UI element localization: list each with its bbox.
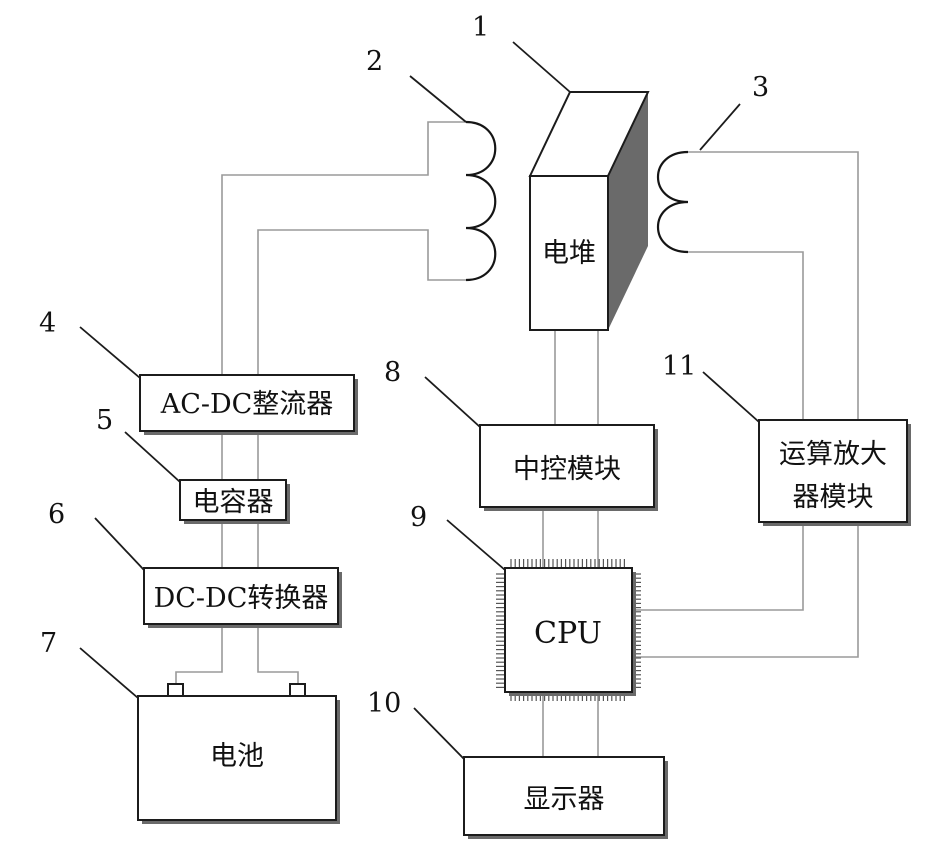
display-label: 显示器: [524, 784, 605, 815]
control-label: 中控模块: [513, 454, 621, 485]
ref-number-10: 10: [367, 688, 401, 719]
wire-amp-cpu-a: [636, 524, 803, 610]
battery-box: 电池: [138, 684, 340, 824]
leader-7: [80, 648, 138, 698]
leader-11: [703, 372, 759, 422]
dcdc-label: DC-DC转换器: [154, 583, 329, 614]
ref-number-9: 9: [410, 502, 427, 533]
leader-2: [410, 76, 466, 122]
ref-number-1: 1: [472, 12, 489, 43]
ref-number-8: 8: [384, 357, 401, 388]
wire-coil-right-bottom: [686, 252, 803, 420]
capacitor-box: 电容器: [180, 480, 290, 524]
amplifier-label-line2: 器模块: [793, 482, 874, 513]
leader-8: [425, 377, 480, 427]
dcdc-box: DC-DC转换器: [144, 568, 342, 628]
ref-number-6: 6: [48, 499, 65, 530]
ref-number-11: 11: [662, 351, 696, 382]
amplifier-box: 运算放大 器模块: [759, 420, 911, 526]
leader-3: [700, 104, 740, 150]
stack-label: 电堆: [542, 238, 596, 269]
wire-coil-left-outer: [222, 122, 468, 375]
coil-left-icon: [466, 122, 495, 280]
leader-1: [513, 42, 570, 92]
battery-label: 电池: [210, 741, 264, 772]
ref-number-3: 3: [752, 72, 769, 103]
wire-dcdc-battery-a: [176, 626, 222, 684]
ref-number-7: 7: [40, 628, 57, 659]
rectifier-label: AC-DC整流器: [160, 389, 334, 420]
ref-number-2: 2: [366, 46, 383, 77]
capacitor-label: 电容器: [193, 487, 274, 518]
ref-number-5: 5: [96, 405, 113, 436]
wire-amp-cpu-b: [636, 524, 858, 657]
leader-10: [414, 708, 464, 759]
leader-6: [95, 518, 144, 570]
wire-dcdc-battery-b: [258, 626, 298, 684]
leader-4: [80, 327, 140, 378]
stack-block: 电堆: [530, 92, 648, 330]
ref-number-4: 4: [39, 308, 56, 339]
coil-right-icon: [658, 152, 688, 252]
display-box: 显示器: [464, 757, 668, 839]
rectifier-box: AC-DC整流器: [140, 375, 358, 435]
amplifier-label-line1: 运算放大: [779, 439, 887, 470]
leader-9: [447, 520, 505, 570]
wire-coil-left-inner: [258, 230, 468, 375]
cpu-chip: CPU: [496, 559, 641, 701]
cpu-label: CPU: [534, 616, 602, 651]
control-box: 中控模块: [480, 425, 658, 511]
leader-5: [125, 432, 180, 482]
